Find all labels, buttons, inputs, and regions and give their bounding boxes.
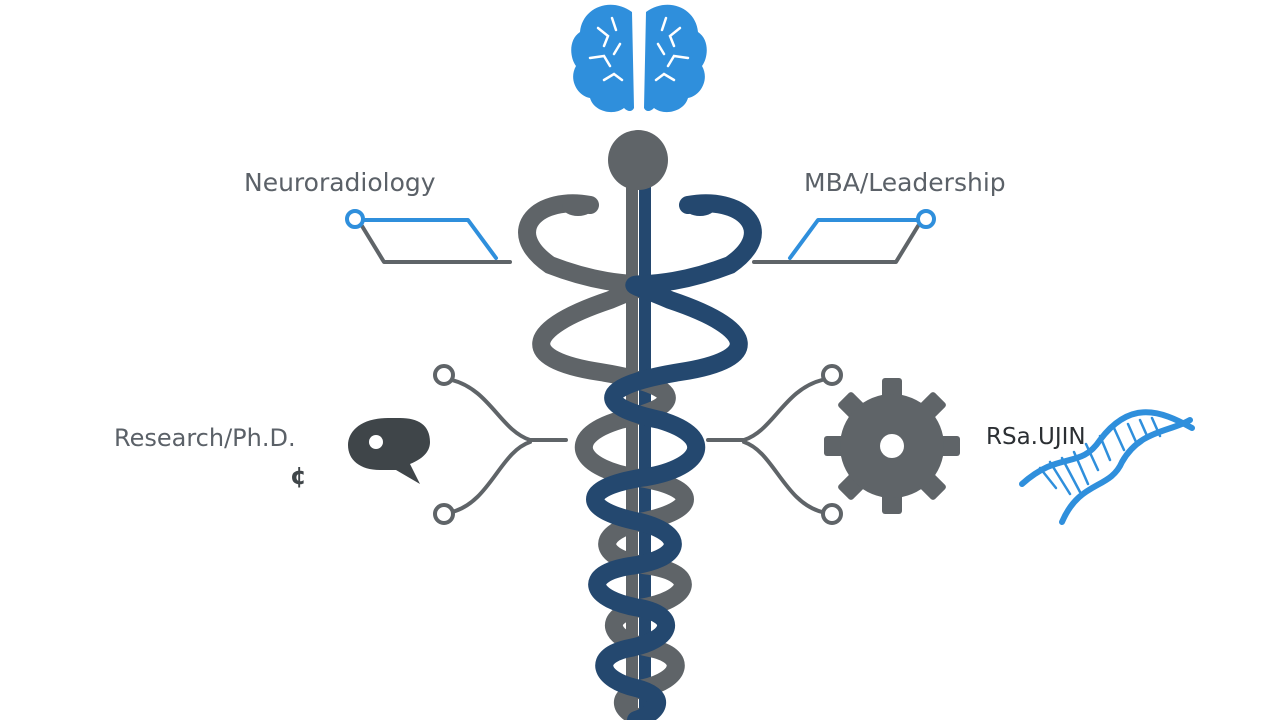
label-research-phd: Research/Ph.D. — [114, 424, 296, 452]
connector-middle-right — [706, 364, 843, 525]
gear-icon — [824, 378, 960, 514]
caduceus-icon — [518, 130, 762, 720]
label-mba-leadership: MBA/Leadership — [804, 168, 1006, 197]
label-dna-branch: RSa.UJIN — [986, 424, 1086, 450]
connector-middle-left — [433, 364, 568, 525]
dna-helix-icon — [1019, 409, 1195, 525]
label-neuroradiology: Neuroradiology — [244, 168, 436, 197]
brain-icon — [571, 4, 707, 113]
speech-bubble-icon — [348, 418, 430, 484]
label-research-mark: ¢ — [290, 462, 307, 490]
connector-top-left — [345, 209, 512, 264]
connector-top-right — [752, 209, 936, 264]
